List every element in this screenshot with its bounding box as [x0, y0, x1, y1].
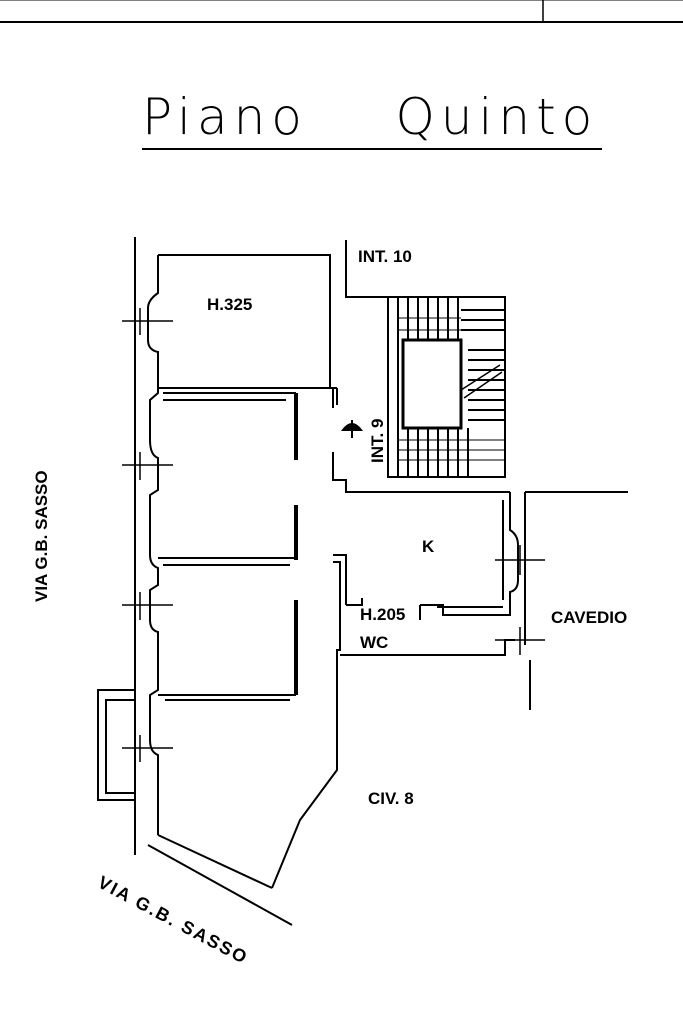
room-upper	[158, 254, 337, 560]
label-wc: WC	[360, 633, 389, 652]
label-kitchen: K	[422, 537, 435, 556]
stairwell	[387, 296, 506, 478]
facade-wall	[134, 237, 159, 855]
label-room-height: H.325	[207, 295, 253, 314]
header-frame	[0, 0, 683, 23]
balcony	[97, 689, 135, 801]
kitchen-block	[340, 491, 628, 710]
door-symbol	[340, 420, 364, 438]
drawing-title: Piano Quinto	[142, 88, 602, 158]
title-text: Piano Quinto	[142, 88, 599, 146]
title-underline	[142, 148, 602, 150]
label-civ8: CIV. 8	[368, 789, 414, 808]
room-middle	[158, 557, 298, 701]
street-label-vertical: VIA G.B. SASSO	[32, 470, 51, 602]
corridor	[147, 240, 510, 926]
label-cavedio: CAVEDIO	[551, 608, 628, 627]
label-wc-height: H.205	[360, 605, 406, 624]
window-markers	[122, 308, 545, 762]
label-int10: INT. 10	[358, 247, 412, 266]
label-int9: INT. 9	[368, 418, 387, 463]
